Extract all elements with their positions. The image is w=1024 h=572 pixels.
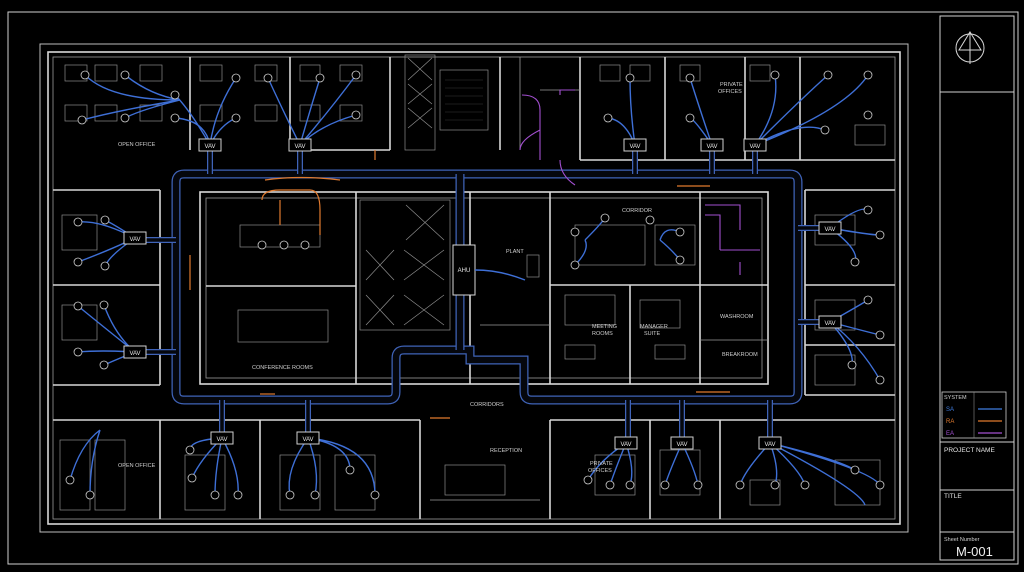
vav-label: VAV (204, 144, 215, 150)
vav-label: VAV (620, 442, 631, 448)
label-private-offices-bottom-line2: OFFICES (588, 468, 612, 474)
label-manager-suite: MANAGER SUITE (640, 324, 669, 337)
label-manager-suite-line1: MANAGER (640, 324, 668, 330)
sheet-number-label: Sheet Number (944, 537, 980, 543)
vav-box (123, 345, 147, 359)
exhaust-air (519, 89, 760, 275)
drawing-frame (39, 43, 909, 533)
stair-elevator-core (359, 54, 489, 331)
project-name-label: PROJECT NAME (944, 447, 995, 454)
vav-box (288, 138, 312, 152)
legend-ra: RA (946, 419, 954, 425)
vav-box (296, 431, 320, 445)
label-reception: RECEPTION (490, 448, 522, 454)
ahu-unit: AHU (452, 244, 540, 296)
vav-label: VAV (824, 321, 835, 327)
system-legend: SYSTEM SA RA EA (941, 391, 1007, 439)
vav-box (623, 138, 647, 152)
label-private-offices-bottom: PRIVATE OFFICES (588, 461, 614, 474)
legend-title: SYSTEM (944, 395, 967, 401)
vav-box (614, 436, 638, 450)
label-conference-rooms: CONFERENCE ROOMS (252, 365, 313, 371)
north-arrow-icon (955, 31, 985, 64)
label-private-offices-top: PRIVATE OFFICES (718, 82, 744, 95)
vav-label: VAV (129, 237, 140, 243)
label-private-offices-top-line1: PRIVATE (720, 82, 743, 88)
label-meeting-rooms-line2: ROOMS (592, 331, 613, 337)
legend-sa: SA (946, 407, 954, 413)
diffusers (65, 70, 885, 500)
label-open-office-bottom: OPEN OFFICE (118, 463, 156, 469)
vav-label: VAV (294, 144, 305, 150)
supply-air-duct-loop (140, 150, 830, 437)
label-meeting-rooms: MEETING ROOMS (592, 324, 619, 337)
vav-label: VAV (302, 437, 313, 443)
return-air (189, 150, 730, 419)
title-label: TITLE (944, 493, 962, 500)
room-labels: OPEN OFFICE PRIVATE OFFICES CONFERENCE R… (118, 82, 758, 474)
sheet-number: M-001 (956, 544, 993, 559)
vav-box (818, 221, 842, 235)
ahu-label: AHU (458, 268, 471, 274)
label-washroom: WASHROOM (720, 314, 754, 320)
label-private-offices-bottom-line1: PRIVATE (590, 461, 613, 467)
vav-box (818, 315, 842, 329)
legend-ea: EA (946, 431, 954, 437)
vav-label: VAV (629, 144, 640, 150)
vav-boxes: VAV VAV VAV VAV VAV VAV VAV VAV VAV VAV … (123, 138, 842, 450)
label-open-office-top: OPEN OFFICE (118, 142, 156, 148)
vav-label: VAV (706, 144, 717, 150)
vav-box (123, 231, 147, 245)
vav-box (198, 138, 222, 152)
label-plant: PLANT (506, 249, 524, 255)
label-corridors: CORRIDORS (470, 402, 504, 408)
sheet-border (7, 11, 1019, 565)
vav-box (758, 436, 782, 450)
label-corridor-top: CORRIDOR (622, 208, 652, 214)
vav-label: VAV (216, 437, 227, 443)
label-breakroom: BREAKROOM (722, 352, 758, 358)
vav-box (700, 138, 724, 152)
label-private-offices-top-line2: OFFICES (718, 89, 742, 95)
vav-label: VAV (749, 144, 760, 150)
vav-label: VAV (129, 351, 140, 357)
label-meeting-rooms-line1: MEETING (592, 324, 617, 330)
title-block (939, 15, 1015, 561)
label-manager-suite-line2: SUITE (644, 331, 661, 337)
vav-box (210, 431, 234, 445)
vav-label: VAV (764, 442, 775, 448)
vav-label: VAV (676, 442, 687, 448)
vav-box (670, 436, 694, 450)
vav-box (743, 138, 767, 152)
vav-label: VAV (824, 227, 835, 233)
